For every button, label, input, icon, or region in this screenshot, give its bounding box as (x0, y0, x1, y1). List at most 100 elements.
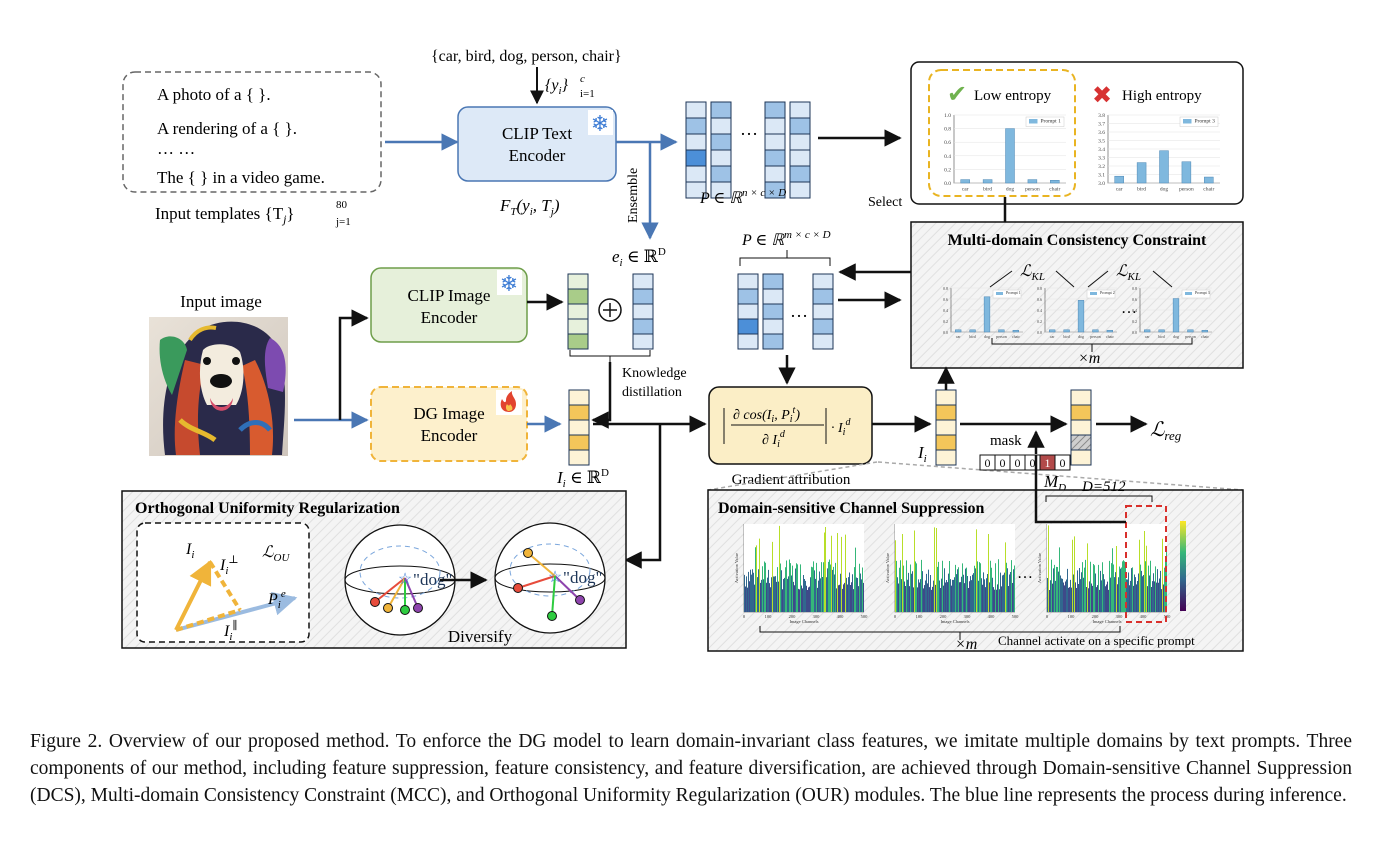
p-top-vec2-cell (710, 133, 732, 151)
masked-vec-cell (1070, 419, 1092, 436)
y-tick-label: 3.5 (1098, 139, 1105, 145)
mcc-title: Multi-domain Consistency Constraint (948, 232, 1207, 249)
x-tick-label: dog (1173, 334, 1179, 339)
svg-text:Ii: Ii (917, 443, 927, 465)
x-tick-label: dog (984, 334, 990, 339)
y-tick-label: 0.2 (943, 319, 948, 324)
activation-xlabel: Image Channels (789, 619, 818, 624)
high-entropy-label: High entropy (1122, 88, 1202, 104)
mask-bit-label: 0 (1030, 456, 1036, 470)
p-mid-vec2-cell (762, 273, 784, 290)
x-tick-label: chair (1049, 187, 1060, 193)
svg-text:ei ∈ ℝD: ei ∈ ℝD (612, 246, 666, 269)
template-line-4: The { } in a video game. (157, 168, 325, 187)
svg-text:MD: MD (1043, 472, 1066, 494)
template-line-1: A photo of a { }. (157, 85, 271, 104)
y-tick-label: 0.8 (944, 127, 951, 133)
legend-label: Prompt 2 (1100, 290, 1115, 295)
gradient-attribution-box: ∂ cos(Ii, Pit) ∂ Iid · Iid (708, 386, 873, 465)
p-top-vec3-cell (764, 117, 786, 135)
bar (1092, 329, 1099, 333)
p-top-vec2-cell (710, 165, 732, 183)
p-top-vec2-cell (710, 181, 732, 199)
arrow-ii-to-our (624, 424, 662, 569)
bar (1181, 161, 1192, 184)
feature-point (413, 603, 423, 613)
ii-vec-cell (568, 404, 590, 421)
d512-label: D=512 (1081, 479, 1126, 495)
prompt-feature-stack-top (685, 101, 811, 199)
snowflake-icon: ❄ (497, 270, 522, 296)
y-tick-label: 0.0 (943, 330, 948, 335)
p-top-vec1-cell (685, 181, 707, 199)
text-ensemble-vector (632, 273, 654, 350)
mask-bit-label: 0 (1060, 456, 1066, 470)
bar (1187, 329, 1194, 333)
svg-text:P ∈ ℝm × c × D: P ∈ ℝm × c × D (741, 229, 831, 249)
line-mask-to-channel (1034, 455, 1126, 524)
x-tick-label: bird (1158, 334, 1164, 339)
x-tick-label: chair (1012, 334, 1021, 339)
p-mid-vec2-cell (762, 288, 784, 305)
x-tick-label: person (996, 334, 1007, 339)
feature-line (527, 552, 556, 577)
p-top-vec1-cell (685, 133, 707, 151)
y-tick-label: 0.4 (1037, 308, 1042, 313)
y-tick-label: 0.8 (943, 286, 948, 291)
bar (1114, 175, 1124, 184)
lreg-label: ℒreg (1150, 419, 1182, 443)
legend-box (1179, 116, 1219, 127)
templates-box: A photo of a { }. A rendering of a { }. … (122, 71, 382, 193)
p-top-vec1-cell (685, 101, 707, 119)
md-label: MD (1043, 472, 1066, 494)
activation-xtick: 0 (743, 614, 746, 619)
p-top-ellipsis: … (740, 119, 758, 139)
sphere-before: ☆"dog" (344, 524, 456, 636)
ft-label: FT(yi, Tj) (499, 196, 560, 218)
ei-vec-cell (632, 288, 654, 305)
legend-swatch (996, 292, 1003, 295)
p-mid-vec3-cell (812, 318, 834, 335)
mcc-times-m: ×m (1078, 350, 1100, 367)
p-mid-vec1-cell (737, 333, 759, 350)
sphere-after: ☆"dog" (494, 522, 606, 634)
bar (1201, 329, 1208, 333)
y-tick-label: 3.0 (1098, 181, 1105, 187)
y-tick-label: 3.8 (1098, 113, 1105, 119)
masked-vec-cell (1070, 389, 1092, 406)
activation-xlabel: Image Channels (940, 619, 969, 624)
x-tick-label: person (1185, 334, 1196, 339)
y-tick-label: 0.2 (1132, 319, 1137, 324)
legend-swatch (1090, 292, 1097, 295)
image-encoder-line1: CLIP Image (408, 286, 491, 305)
clip-vec-cell (567, 273, 589, 290)
y-tick-label: 1.0 (944, 113, 951, 119)
p-mid-label: P ∈ ℝm × c × D (741, 229, 831, 249)
our-iperp: Ii⊥ (219, 554, 239, 577)
activation-xtick: 300 (813, 614, 821, 619)
activation-xtick: 0 (1046, 614, 1049, 619)
bar (960, 179, 970, 184)
svg-text:{yi}: {yi} (545, 77, 569, 97)
ei-label: ei ∈ ℝD (612, 246, 666, 269)
activation-xtick: 100 (916, 614, 924, 619)
feature-point (370, 597, 380, 607)
attributed-feature-vector (935, 389, 957, 466)
kd-label-line2: distillation (622, 385, 682, 400)
our-ipar: Ii∥ (223, 619, 237, 643)
activation-xtick: 500 (1164, 614, 1172, 619)
ii2-vec-cell (935, 419, 957, 436)
prompt-feature-stack-mid (737, 273, 834, 350)
x-tick-label: car (1116, 187, 1123, 193)
p-mid-vec1-cell (737, 288, 759, 305)
activation-xtick: 300 (1116, 614, 1124, 619)
p-mid-vec2-cell (762, 318, 784, 335)
x-tick-label: person (1090, 334, 1101, 339)
p-mid-brace (739, 250, 831, 266)
mask-bit-label: 0 (1015, 456, 1021, 470)
star-icon: ☆ (548, 569, 562, 586)
ii-vec-cell (568, 389, 590, 406)
